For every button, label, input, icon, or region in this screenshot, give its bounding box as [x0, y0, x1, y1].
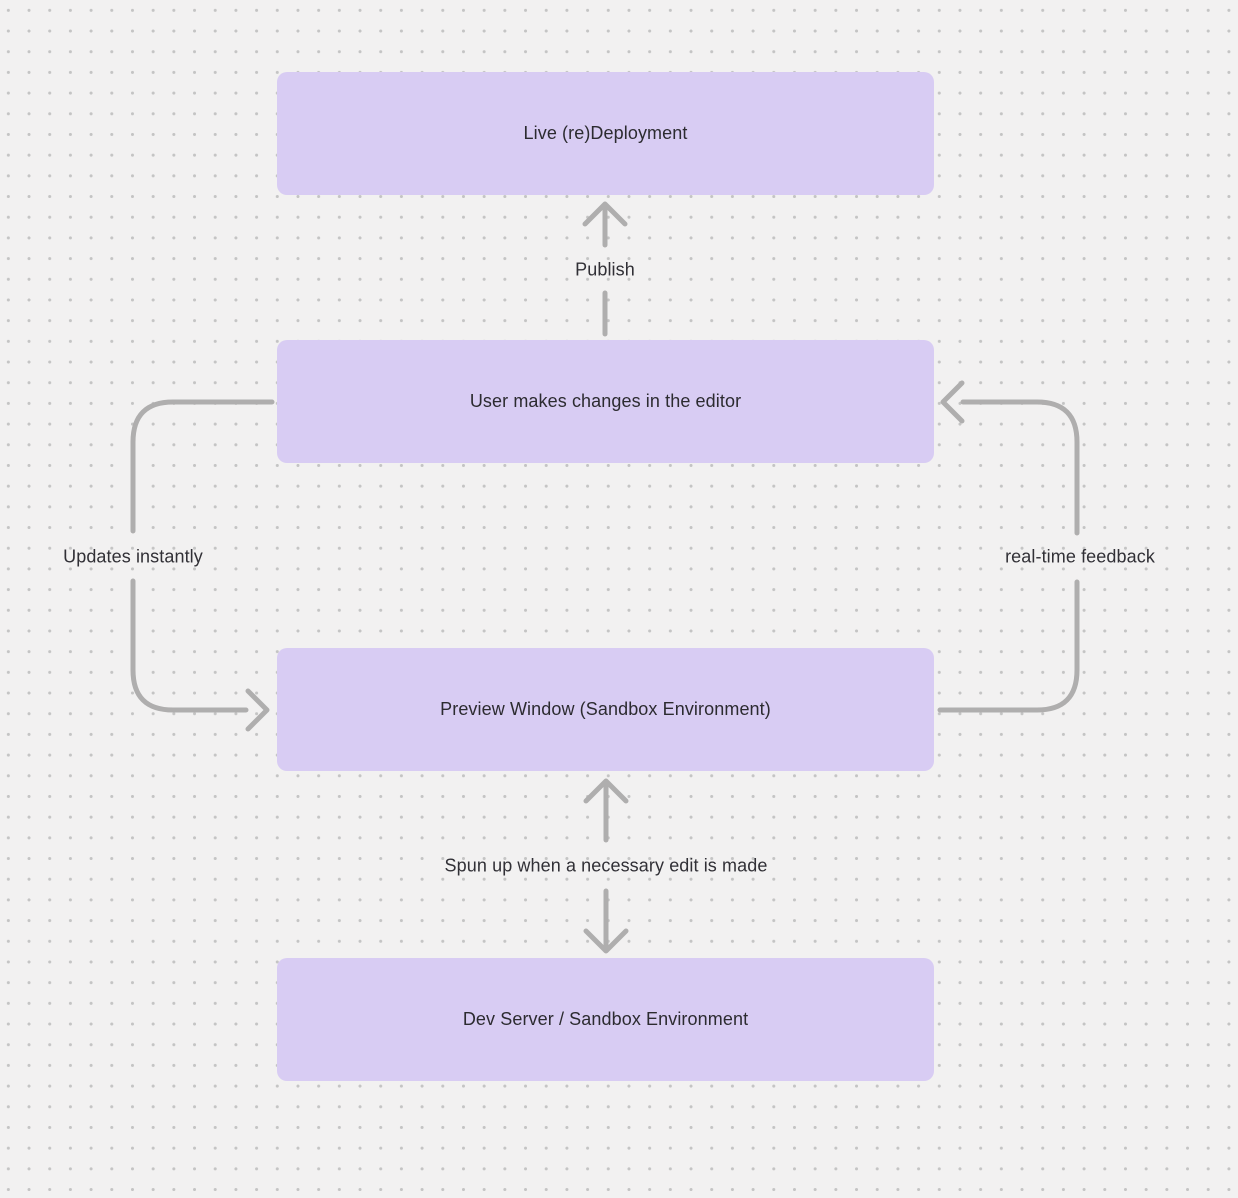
edge-label-realtime-feedback: real-time feedback	[1005, 546, 1155, 567]
spunup-arrowhead-down-icon	[583, 928, 629, 954]
updates-loop-lower-segment	[130, 578, 249, 713]
node-label: Live (re)Deployment	[523, 123, 688, 143]
node-label: User makes changes in the editor	[469, 391, 742, 411]
feedback-arrowhead-left-icon	[940, 380, 965, 424]
node-label: Preview Window (Sandbox Environment)	[440, 699, 771, 719]
edge-label-publish: Publish	[575, 259, 635, 280]
edge-label-spun-up: Spun up when a necessary edit is made	[444, 855, 768, 876]
node-preview-window: Preview Window (Sandbox Environment)	[277, 648, 934, 771]
edge-label-updates-instantly: Updates instantly	[63, 546, 203, 567]
updates-loop-upper-segment	[130, 399, 275, 534]
feedback-loop-upper-segment	[960, 399, 1080, 536]
node-user-editor: User makes changes in the editor	[277, 340, 934, 463]
publish-arrowhead-up-icon	[582, 201, 628, 227]
node-label: Dev Server / Sandbox Environment	[462, 1009, 749, 1029]
updates-arrowhead-right-icon	[245, 688, 270, 732]
node-live-redeployment: Live (re)Deployment	[277, 72, 934, 195]
spunup-arrowhead-up-icon	[583, 778, 629, 804]
feedback-loop-lower-segment	[937, 579, 1080, 713]
node-dev-server: Dev Server / Sandbox Environment	[277, 958, 934, 1081]
